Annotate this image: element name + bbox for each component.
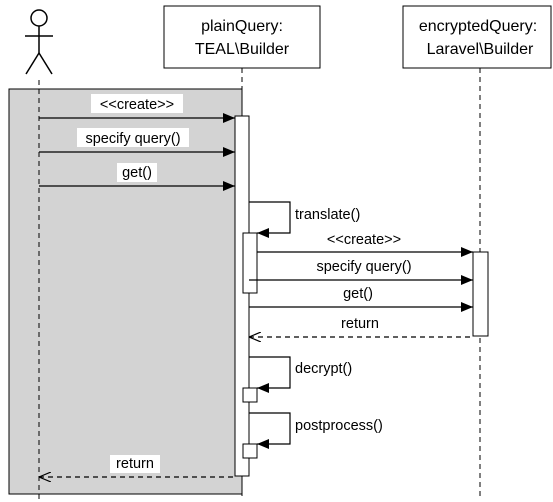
- actor-icon: [25, 9, 53, 75]
- return-encrypted-label: return: [341, 316, 379, 332]
- plain-query-title: plainQuery:: [201, 18, 283, 35]
- postprocess-label: postprocess(): [295, 418, 383, 434]
- decrypt-self-arrow: [249, 356, 291, 393]
- decrypt-activation: [242, 387, 258, 403]
- decrypt-label: decrypt(): [295, 361, 352, 377]
- encrypted-query-title: encryptedQuery:: [419, 18, 537, 35]
- return-plain-label: return: [116, 456, 154, 472]
- encrypted-query-class: Laravel\Builder: [427, 41, 534, 58]
- translate-self-arrow: [249, 201, 291, 238]
- translate-label: translate(): [295, 207, 360, 223]
- interaction-frame: [8, 88, 243, 495]
- postprocess-self-arrow: [249, 412, 291, 449]
- plain-query-class: TEAL\Builder: [195, 41, 290, 58]
- specify-plain-label: specify query(): [85, 131, 180, 147]
- lifeline-head-encrypted-query: encryptedQuery: Laravel\Builder: [402, 5, 552, 69]
- translate-activation: [242, 232, 258, 294]
- specify-encrypted-label: specify query(): [316, 259, 411, 275]
- plain-query-activation: [234, 115, 250, 477]
- lifeline-head-plain-query: plainQuery: TEAL\Builder: [163, 5, 321, 69]
- create-encrypted-label: <<create>>: [327, 232, 401, 248]
- get-plain-label: get(): [122, 165, 152, 181]
- create-plain-label: <<create>>: [100, 97, 174, 113]
- get-encrypted-label: get(): [343, 286, 373, 302]
- encrypted-query-activation: [472, 251, 489, 337]
- postprocess-activation: [242, 443, 258, 459]
